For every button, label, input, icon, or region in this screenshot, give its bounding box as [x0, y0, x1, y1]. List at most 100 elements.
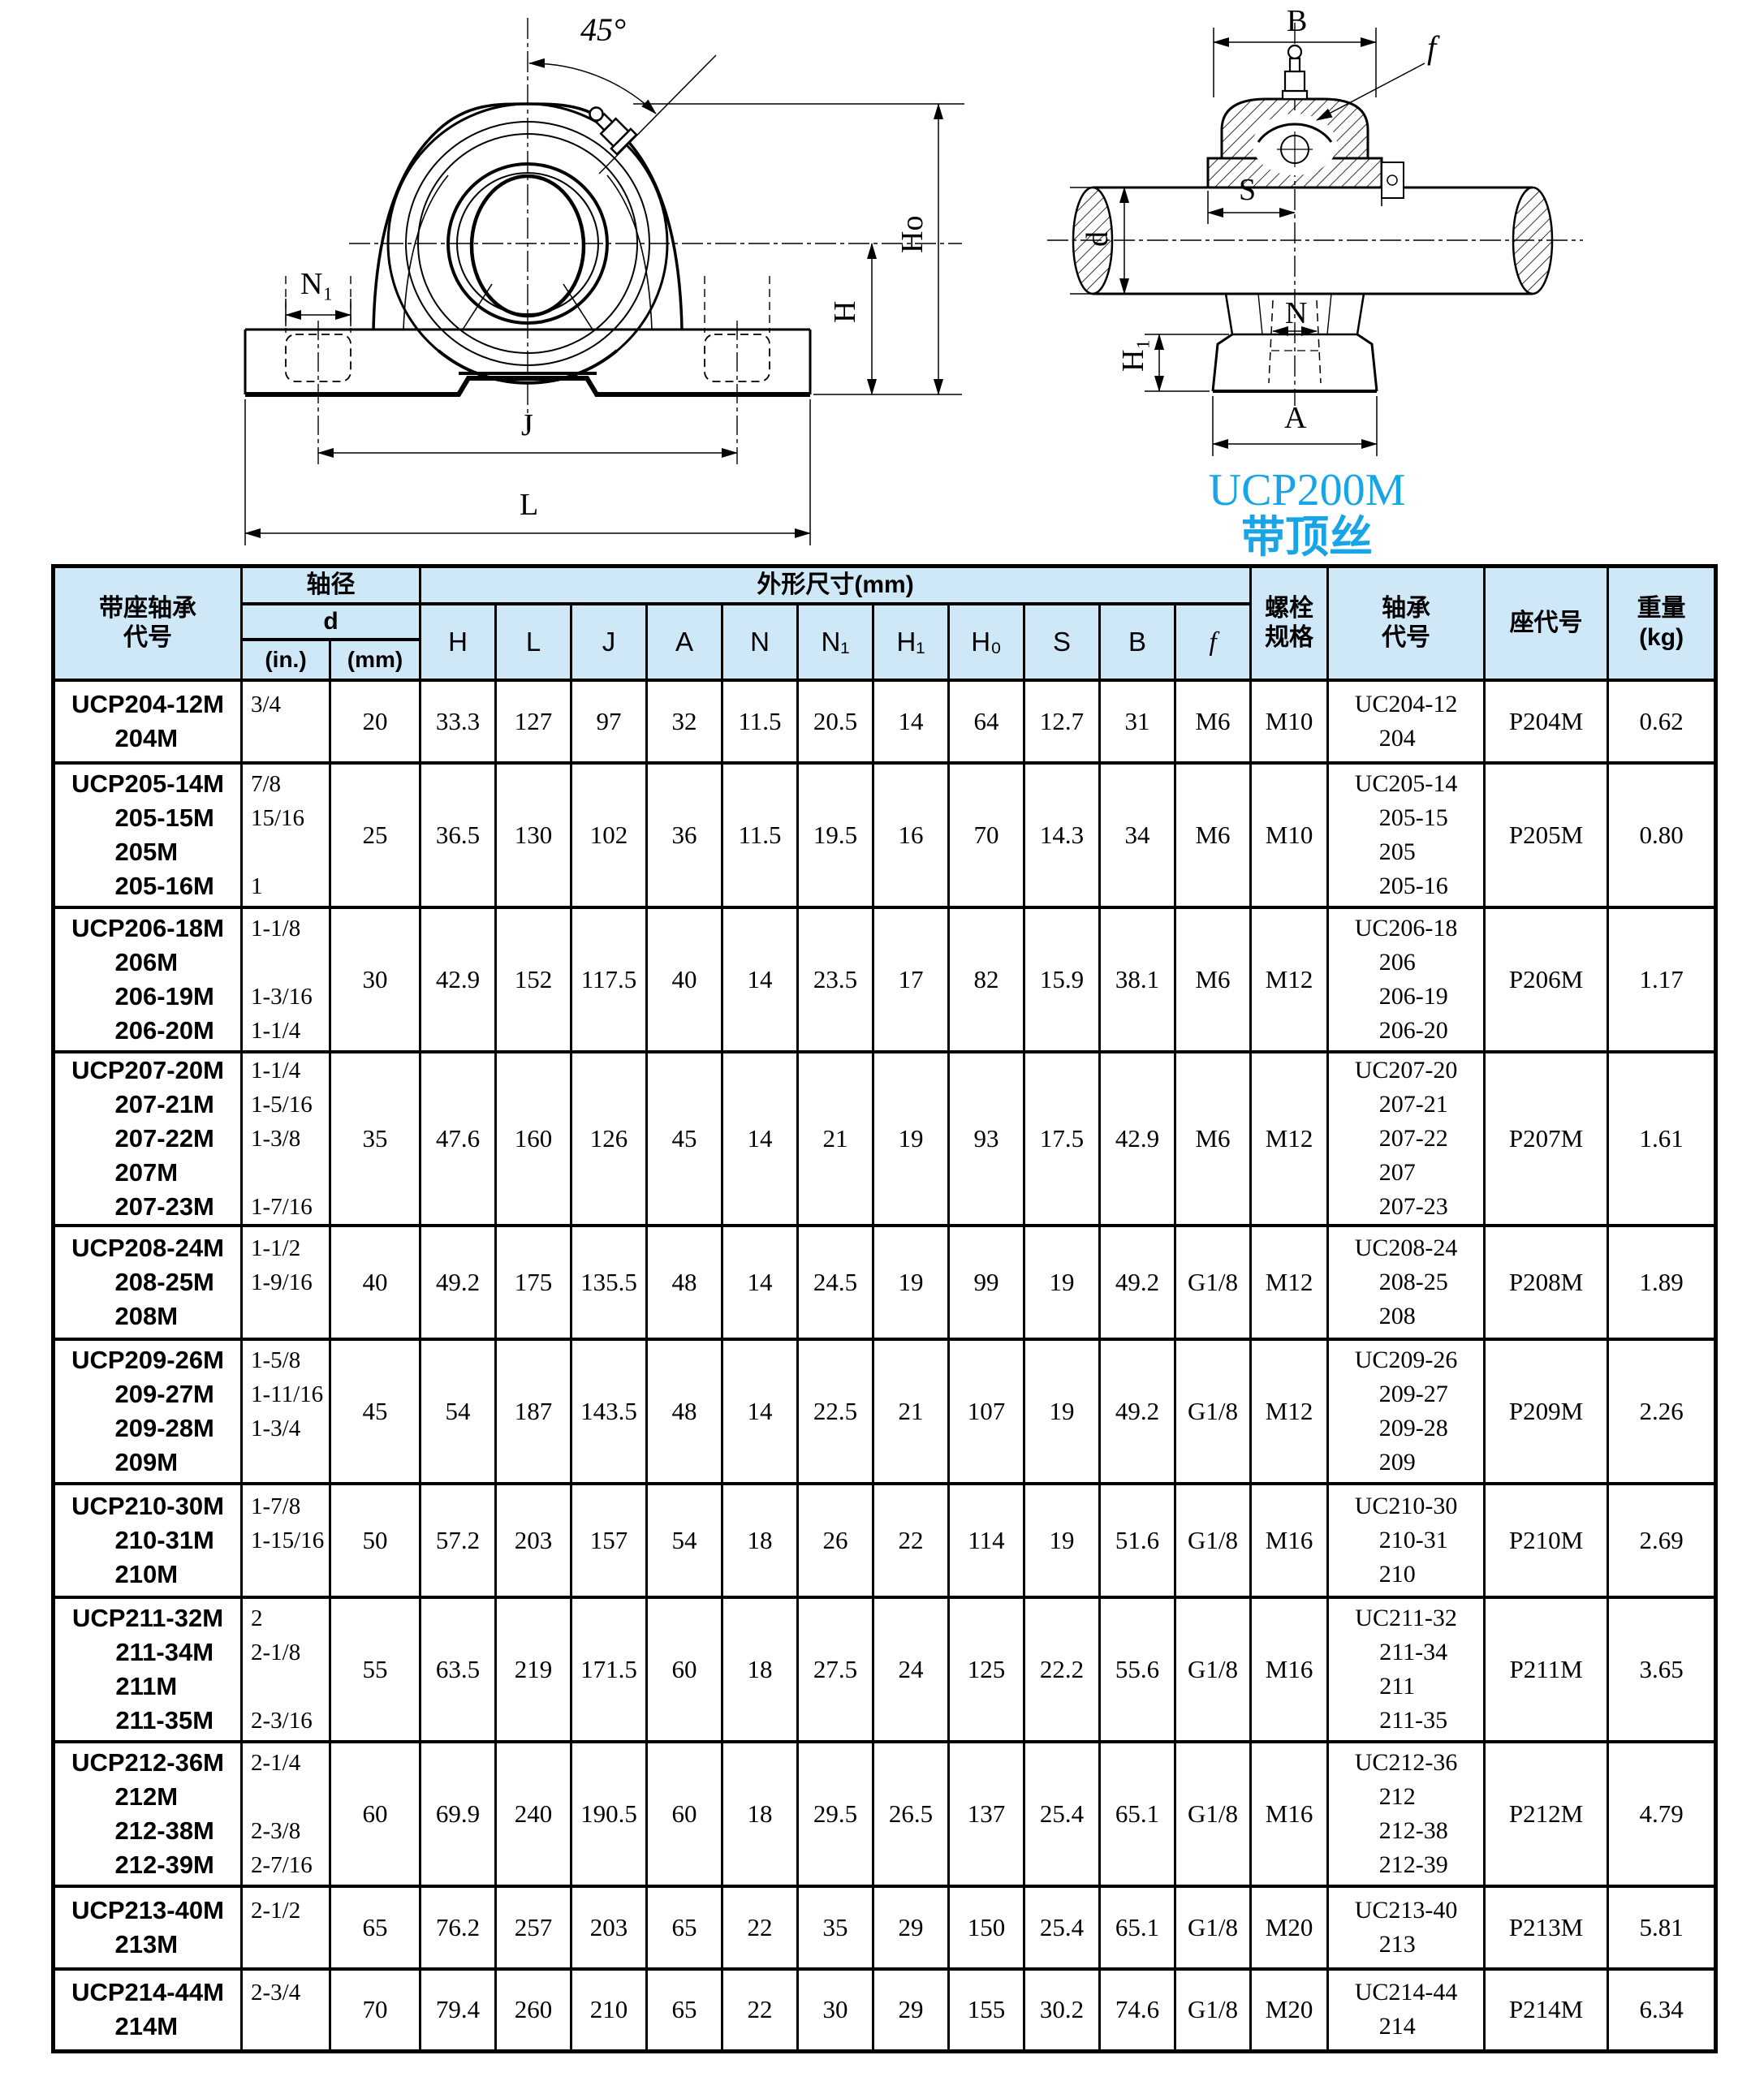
dim-value-cell: 33.3 — [419, 678, 496, 763]
cell-line — [251, 1928, 329, 1962]
cell-line — [251, 1780, 329, 1814]
dim-value-cell: 49.2 — [419, 1223, 496, 1339]
dim-value-cell: 152 — [494, 905, 571, 1052]
col-d-header: d — [240, 601, 421, 640]
cell-line: UCP211-32M — [71, 1603, 224, 1632]
col-bearing-line2: 代号 — [1382, 623, 1431, 651]
dim-value-cell: 45 — [645, 1049, 722, 1226]
cell-line — [251, 1670, 329, 1704]
dim-value-cell: 24.5 — [796, 1223, 873, 1339]
housing-code-cell: P204M — [1483, 678, 1608, 763]
shaft-mm-cell: 70 — [329, 1967, 421, 2052]
dim-value-cell: 130 — [494, 760, 571, 907]
cell-line: 1-7/16 — [251, 1193, 313, 1220]
shaft-mm-cell: 50 — [329, 1481, 421, 1597]
shaft-inch-cell: 2-1/2 — [240, 1884, 330, 1969]
dim-value-cell: 42.9 — [419, 905, 496, 1052]
cell-line: 212-38M — [114, 1816, 214, 1845]
cell-line: 212 — [1378, 1782, 1416, 1810]
col-model-line1: 带座轴承 — [99, 594, 196, 622]
cell-line: 205-15M — [114, 803, 214, 832]
housing-code-cell: P205M — [1483, 760, 1608, 907]
shaft-inch-cell: 2-3/4 — [240, 1967, 330, 2052]
dim-value-cell: 17 — [872, 905, 949, 1052]
cell-line: 207-21M — [114, 1089, 214, 1118]
dim-value-cell: 35 — [796, 1884, 873, 1969]
col-bolt-line1: 螺栓 — [1265, 594, 1314, 622]
cell-line: UCP214-44M — [71, 1978, 224, 2007]
bolt-spec-cell: M20 — [1249, 1967, 1328, 2052]
dim-value-cell: 36 — [645, 760, 722, 907]
col-S: S — [1023, 601, 1100, 680]
dim-value-cell: 23.5 — [796, 905, 873, 1052]
cell-line: 207-21 — [1378, 1090, 1448, 1118]
cell-line: 209-28 — [1378, 1414, 1448, 1441]
cell-line: 1-3/4 — [251, 1415, 301, 1441]
cell-line: 206-19M — [114, 981, 214, 1010]
cell-line — [251, 1558, 329, 1592]
dim-value-cell: M6 — [1173, 678, 1251, 763]
dim-value-cell: 20.5 — [796, 678, 873, 763]
dim-value-cell: 135.5 — [570, 1223, 647, 1339]
cell-line: 207-23 — [1378, 1192, 1448, 1220]
housing-code-cell: P211M — [1483, 1595, 1608, 1742]
cell-line: 1-1/2 — [251, 1234, 301, 1261]
weight-cell: 2.26 — [1607, 1337, 1716, 1484]
header-row-2: d H L J A N N₁ H₁ H₀ S B f — [54, 601, 1716, 680]
cell-line: 210-31M — [114, 1525, 214, 1554]
weight-cell: 4.79 — [1607, 1739, 1716, 1886]
cell-line: 211-34 — [1379, 1638, 1448, 1665]
cell-line: 2-3/4 — [251, 1980, 301, 2006]
shaft-mm-cell: 65 — [329, 1884, 421, 1969]
cell-lines: 2-1/2 — [244, 1894, 330, 1962]
cell-line: 209-28M — [114, 1413, 214, 1442]
bolt-spec-cell: M12 — [1249, 1337, 1328, 1484]
cell-line: UC204-12 — [1354, 690, 1458, 717]
housing-code-cell: P209M — [1483, 1337, 1608, 1484]
cell-line: 205-15 — [1378, 804, 1448, 831]
cell-line: 1-1/8 — [251, 915, 301, 941]
bolt-spec-cell: M20 — [1249, 1884, 1328, 1969]
model-code-cell: UCP214-44M 214M — [52, 1967, 242, 2052]
cell-line: UCP205-14M — [71, 769, 224, 798]
cell-line — [251, 946, 329, 980]
cell-line: 212-39 — [1378, 1851, 1448, 1878]
dim-value-cell: M6 — [1173, 760, 1251, 907]
dim-value-cell: 34 — [1098, 760, 1175, 907]
cell-line: 207-23M — [114, 1191, 214, 1221]
cell-line: 214M — [114, 2012, 179, 2041]
dim-value-cell: 125 — [947, 1595, 1024, 1742]
dim-h1-label: H₁ — [1116, 338, 1150, 372]
cell-line: 208 — [1378, 1302, 1416, 1329]
dim-value-cell: 65 — [645, 1967, 722, 2052]
housing-code-cell: P214M — [1483, 1967, 1608, 2052]
shaft-mm-cell: 25 — [329, 760, 421, 907]
dim-value-cell: 64 — [947, 678, 1024, 763]
col-bolt-header: 螺栓 规格 — [1249, 564, 1328, 680]
dim-value-cell: 11.5 — [721, 678, 798, 763]
dim-value-cell: 160 — [494, 1049, 571, 1226]
dim-value-cell: 19 — [1023, 1223, 1100, 1339]
col-H1: H₁ — [872, 601, 949, 680]
dim-value-cell: 51.6 — [1098, 1481, 1175, 1597]
dim-value-cell: 29.5 — [796, 1739, 873, 1886]
cell-lines: 3/4 — [244, 687, 330, 756]
dim-value-cell: 127 — [494, 678, 571, 763]
cell-line: UCP213-40M — [71, 1895, 224, 1924]
cell-line: 211-34M — [115, 1637, 214, 1666]
cell-line — [251, 722, 329, 756]
